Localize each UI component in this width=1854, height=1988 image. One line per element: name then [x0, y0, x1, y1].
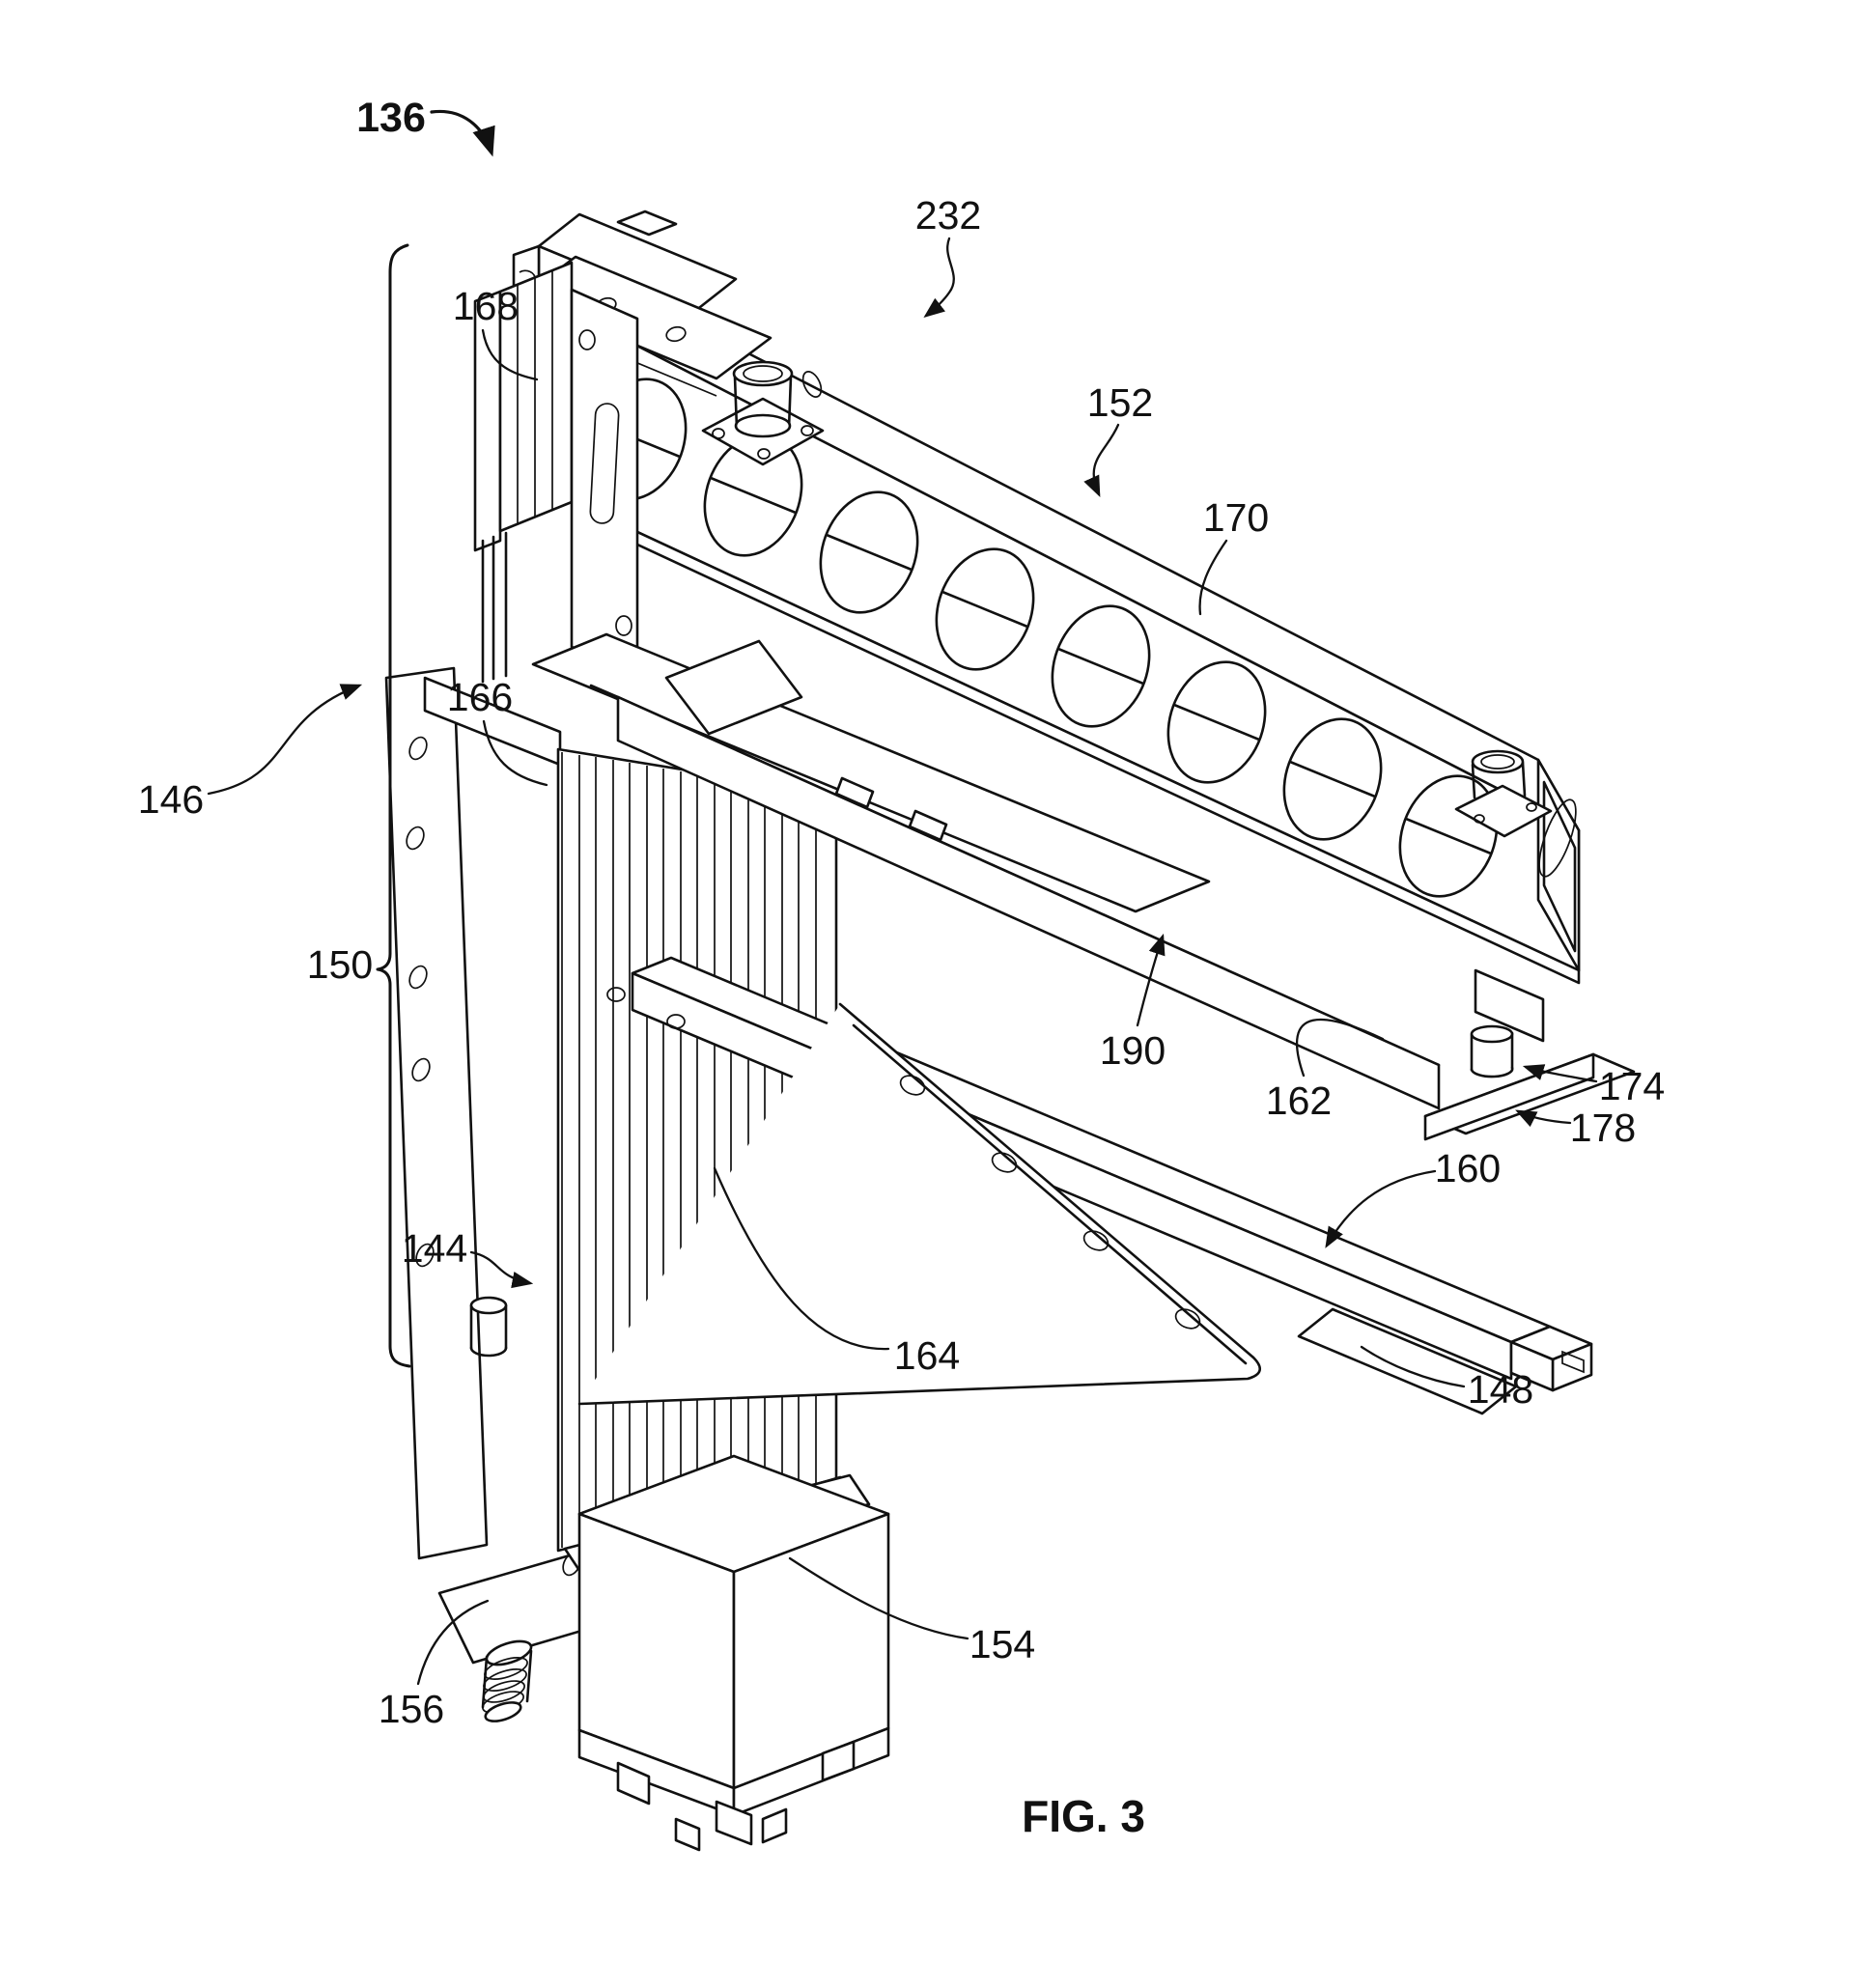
figure-caption: FIG. 3 — [1022, 1791, 1145, 1841]
leader-156 — [416, 1599, 490, 1686]
ref-label-154: 154 — [969, 1622, 1035, 1666]
leader-152 — [1083, 423, 1120, 497]
annotations: 136 232 168 152 170 166 146 150 190 162 … — [138, 95, 1665, 1841]
beam-holes — [587, 378, 1499, 898]
ref-label-178: 178 — [1570, 1106, 1636, 1150]
ref-label-152: 152 — [1087, 380, 1153, 425]
leader-154 — [788, 1556, 969, 1640]
leader-166 — [482, 719, 548, 787]
beam-assembly — [551, 251, 1581, 985]
cam-follower-cylinder — [1470, 1024, 1514, 1078]
ref-label-170: 170 — [1203, 495, 1269, 540]
beam-connector-right — [1454, 749, 1553, 838]
ref-label-148: 148 — [1468, 1367, 1533, 1412]
leader-174 — [1522, 1064, 1598, 1083]
threaded-connector — [481, 1639, 533, 1722]
ref-label-168: 168 — [453, 284, 519, 328]
leader-162 — [1295, 1018, 1385, 1078]
rail-end-cap — [1509, 1325, 1593, 1392]
ref-label-174: 174 — [1599, 1064, 1665, 1108]
leader-168 — [481, 328, 539, 381]
ref-label-136: 136 — [356, 95, 426, 141]
ref-label-144: 144 — [402, 1226, 467, 1271]
ref-label-150: 150 — [307, 942, 373, 987]
ref-label-190: 190 — [1100, 1028, 1166, 1073]
beam-connector-left — [701, 360, 825, 466]
arm-assembly — [577, 956, 1593, 1415]
leader-178 — [1515, 1109, 1572, 1128]
tower-column — [473, 261, 639, 684]
motor — [481, 1454, 890, 1852]
leader-136 — [430, 109, 495, 157]
ref-label-164: 164 — [894, 1333, 960, 1378]
ref-label-156: 156 — [379, 1687, 444, 1731]
ref-label-162: 162 — [1266, 1078, 1332, 1123]
leader-160 — [1325, 1169, 1437, 1248]
motor-feet — [616, 1740, 856, 1852]
ref-label-160: 160 — [1435, 1146, 1501, 1190]
leader-164 — [713, 1166, 890, 1351]
ref-label-146: 146 — [138, 777, 204, 822]
guide-bar — [589, 684, 1441, 1110]
tower-top-actuator — [512, 210, 772, 397]
leader-232 — [923, 237, 955, 319]
gusset-plate — [577, 1002, 1261, 1406]
leader-170 — [1198, 539, 1228, 616]
cam-follower-assembly — [1423, 968, 1636, 1141]
ref-label-166: 166 — [447, 675, 513, 719]
bumper-stub — [469, 1296, 508, 1358]
leader-146 — [207, 684, 363, 796]
brace-150 — [376, 243, 411, 1368]
leader-144 — [469, 1250, 534, 1289]
leader-190 — [1136, 933, 1166, 1027]
leader-148 — [1360, 1345, 1466, 1388]
ref-label-232: 232 — [915, 193, 981, 238]
